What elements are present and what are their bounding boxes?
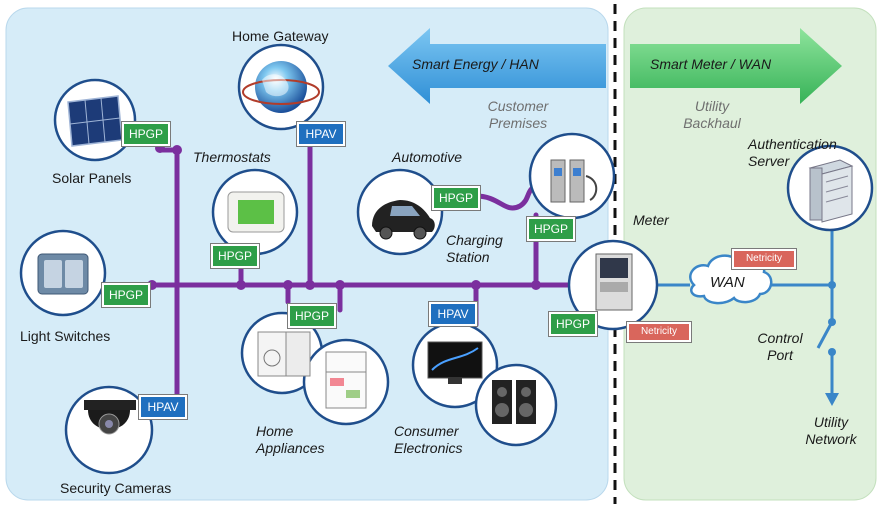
wan-arrow xyxy=(630,28,842,104)
consumer-electronics-line-2: Electronics xyxy=(394,440,463,456)
hpgp-tag-appliances: HPGP xyxy=(288,304,336,328)
security-camera-icon xyxy=(84,400,136,435)
charging-station-line-1: Charging xyxy=(446,232,503,248)
home-gateway-label: Home Gateway xyxy=(232,28,329,44)
light-switches-label: Light Switches xyxy=(20,328,111,344)
wan-arrow-label: Smart Meter / WAN xyxy=(650,56,772,72)
globe-icon xyxy=(242,61,320,113)
charging-station-icon xyxy=(550,159,598,203)
charging-station-line-2: Station xyxy=(446,249,490,265)
home-appliances-label: Home Appliances xyxy=(256,423,325,457)
meter-icon xyxy=(595,253,633,311)
home-appliances-line-2: Appliances xyxy=(256,440,325,456)
refrigerator-icon xyxy=(325,351,367,409)
hpgp-tag-lights: HPGP xyxy=(102,283,150,307)
utility-network-line-1: Utility xyxy=(813,414,849,430)
home-appliances-line-1: Home xyxy=(256,423,294,439)
netricity-tag-meter: Netricity xyxy=(627,322,691,342)
wan-cloud-label: WAN xyxy=(710,274,745,291)
control-port-label: Control Port xyxy=(752,330,808,364)
hpav-tag-camera: HPAV xyxy=(139,395,187,419)
charging-station-label: Charging Station xyxy=(446,232,503,266)
utility-network-label: Utility Network xyxy=(796,414,866,448)
server-icon xyxy=(808,159,854,223)
hpgp-tag-automotive: HPGP xyxy=(432,186,480,210)
thermostats-label: Thermostats xyxy=(193,149,271,165)
utility-network-arrowhead xyxy=(825,393,839,406)
customer-premises-label: Customer Premises xyxy=(478,98,558,132)
customer-premises-line-1: Customer xyxy=(487,98,549,114)
thermostat-icon xyxy=(227,191,285,233)
control-port-line-1: Control xyxy=(757,330,803,346)
hpgp-tag-meter: HPGP xyxy=(549,312,597,336)
automotive-label: Automotive xyxy=(392,149,463,165)
utility-backhaul-line-1: Utility xyxy=(694,98,730,114)
utility-network-line-2: Network xyxy=(805,431,857,447)
wan-junctions xyxy=(828,281,836,356)
solar-panel-icon xyxy=(67,95,123,147)
monitor-icon xyxy=(427,341,483,384)
light-switch-icon xyxy=(37,253,89,295)
authentication-server-line-1: Authentication xyxy=(748,136,837,152)
consumer-electronics-label: Consumer Electronics xyxy=(394,423,462,457)
consumer-electronics-line-1: Consumer xyxy=(394,423,459,439)
control-port-line-2: Port xyxy=(767,347,793,363)
wan-links xyxy=(655,228,834,395)
hpav-tag-electronics: HPAV xyxy=(429,302,477,326)
speakers-icon xyxy=(492,380,536,424)
authentication-server-line-2: Server xyxy=(748,153,790,169)
bus-junctions xyxy=(147,143,541,290)
hpgp-tag-thermostat: HPGP xyxy=(211,244,259,268)
washer-dryer-icon xyxy=(257,331,311,377)
utility-backhaul-label: Utility Backhaul xyxy=(672,98,752,132)
authentication-server-label: Authentication Server xyxy=(748,136,837,170)
solar-panels-label: Solar Panels xyxy=(52,170,132,186)
hpgp-tag-charging: HPGP xyxy=(527,217,575,241)
security-cameras-label: Security Cameras xyxy=(60,480,172,496)
han-arrow xyxy=(388,28,606,104)
car-icon xyxy=(372,200,435,240)
netricity-tag-wan: Netricity xyxy=(732,249,796,269)
utility-backhaul-line-2: Backhaul xyxy=(683,115,741,131)
hpgp-tag-solar: HPGP xyxy=(122,122,170,146)
hpav-tag-gateway: HPAV xyxy=(297,122,345,146)
customer-premises-line-2: Premises xyxy=(488,115,548,131)
han-arrow-label: Smart Energy / HAN xyxy=(412,56,539,72)
meter-label: Meter xyxy=(633,212,669,228)
